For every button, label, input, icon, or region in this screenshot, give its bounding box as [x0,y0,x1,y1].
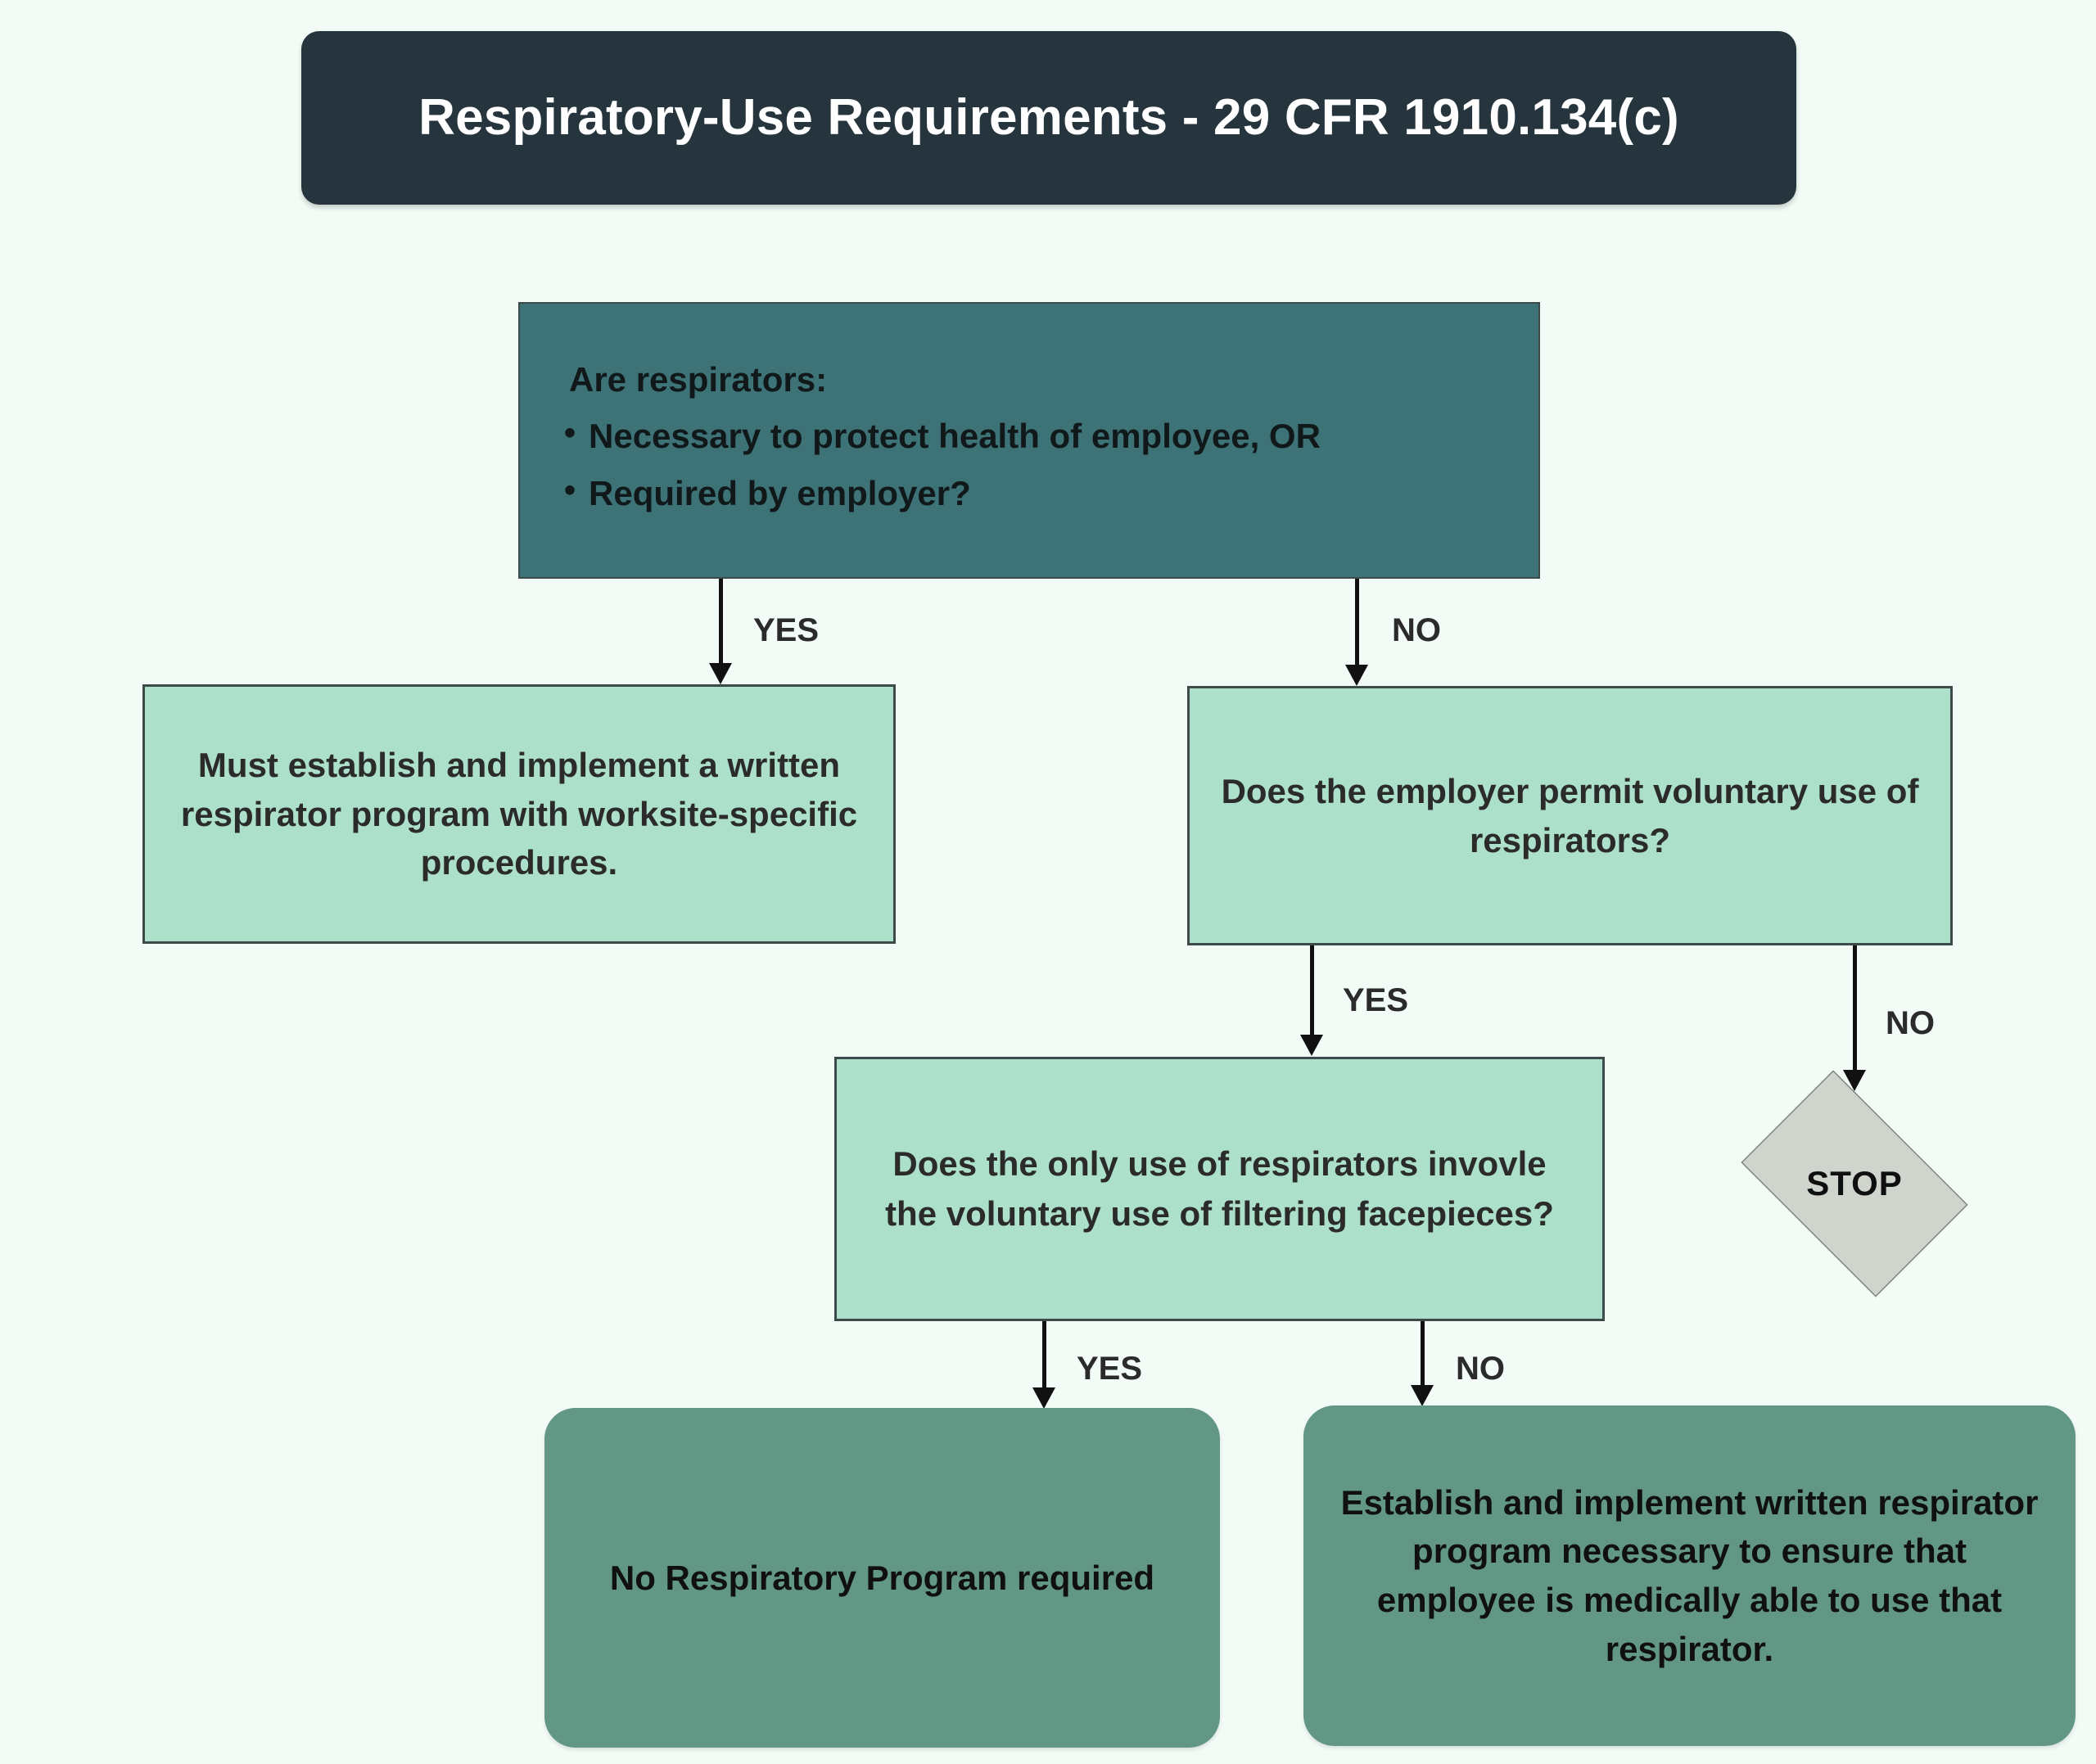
connector-q1-no [1345,579,1368,686]
decision-q1-heading: Are respirators: [569,359,828,399]
page-title: Respiratory-Use Requirements - 29 CFR 19… [418,88,1679,146]
decision-q1-bullet-2: Required by employer? [564,467,1538,518]
decision-employer-permits-voluntary-use-text: Does the employer permit voluntary use o… [1221,771,1919,859]
decision-only-use-filtering-facepieces-text: Does the only use of respirators invovle… [885,1144,1554,1233]
connector-facepieces-yes [1032,1321,1055,1409]
page-title-bar: Respiratory-Use Requirements - 29 CFR 19… [301,31,1796,205]
edge-label-facepieces-no: NO [1456,1351,1505,1387]
decision-are-respirators-required[interactable]: Are respirators: Necessary to protect he… [518,302,1540,579]
terminator-stop-label: STOP [1806,1164,1903,1202]
edge-label-q1-no: NO [1392,612,1441,648]
decision-q1-bullet-list: Necessary to protect health of employee,… [561,410,1538,518]
outcome-no-respiratory-program-text: No Respiratory Program required [609,1558,1155,1597]
connector-permit-yes [1300,945,1323,1057]
terminator-stop[interactable]: STOP [1719,1070,1990,1297]
outcome-no-respiratory-program[interactable]: No Respiratory Program required [544,1408,1220,1748]
outcome-written-respirator-program-text: Must establish and implement a written r… [180,746,858,882]
connector-q1-yes [709,579,732,684]
connector-facepieces-no [1411,1321,1434,1406]
decision-q1-bullet-1: Necessary to protect health of employee,… [564,410,1538,461]
edge-label-permit-yes: YES [1343,982,1409,1018]
connector-permit-no [1843,945,1866,1091]
outcome-written-respirator-program[interactable]: Must establish and implement a written r… [142,684,896,944]
decision-employer-permits-voluntary-use[interactable]: Does the employer permit voluntary use o… [1187,686,1953,945]
edge-label-q1-yes: YES [753,612,820,648]
edge-label-permit-no: NO [1886,1005,1935,1041]
outcome-medical-evaluation-program-text: Establish and implement written respirat… [1340,1482,2039,1668]
edge-label-facepieces-yes: YES [1077,1351,1143,1387]
outcome-medical-evaluation-program[interactable]: Establish and implement written respirat… [1303,1405,2076,1746]
decision-only-use-filtering-facepieces[interactable]: Does the only use of respirators invovle… [834,1057,1605,1321]
